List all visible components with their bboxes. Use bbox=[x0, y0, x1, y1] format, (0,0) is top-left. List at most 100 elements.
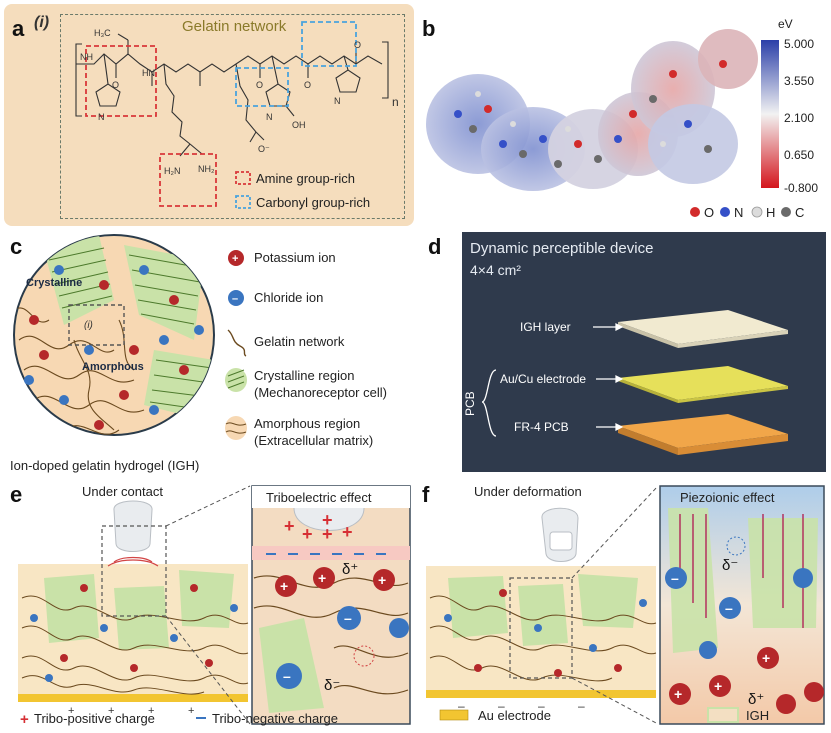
legend-potassium: Potassium ion bbox=[254, 250, 336, 265]
device-size: 4×4 cm² bbox=[470, 262, 521, 278]
atom-o-1: O bbox=[112, 80, 119, 90]
contact-schematic: ++++ Triboelectric effect +++++ + + + – … bbox=[18, 485, 411, 728]
atom-legend-h: H bbox=[766, 205, 775, 220]
inset-title-f: Piezoionic effect bbox=[680, 490, 775, 505]
colorbar-unit: eV bbox=[778, 17, 793, 31]
colorbar-tick-2: 3.550 bbox=[784, 74, 814, 88]
inset-box bbox=[68, 304, 125, 346]
panel-c-label: c bbox=[10, 234, 23, 259]
carbonyl-box-2 bbox=[301, 21, 357, 67]
amine-box-1 bbox=[85, 45, 157, 117]
legend-tribo-positive: Tribo-positive charge bbox=[34, 711, 155, 726]
svg-text:+: + bbox=[674, 686, 682, 702]
legend-crystalline-sub: (Mechanoreceptor cell) bbox=[254, 385, 387, 400]
igh-schematic: Crystalline Amorphous (i) Ion-doped gela… bbox=[10, 234, 387, 473]
panel-c-legend: + Potassium ion – Chloride ion Gelatin n… bbox=[225, 250, 387, 448]
svg-text:+: + bbox=[280, 578, 288, 594]
panel-c: c bbox=[4, 230, 424, 475]
panel-d-label: d bbox=[428, 234, 442, 259]
svg-text:+: + bbox=[302, 524, 313, 544]
atom-legend-c: C bbox=[795, 205, 804, 220]
panel-b: b bbox=[418, 4, 828, 226]
device-title: Dynamic perceptible device bbox=[470, 240, 654, 257]
svg-text:+: + bbox=[148, 705, 154, 717]
panel-e-title: Under contact bbox=[82, 484, 163, 499]
atom-nh: NH bbox=[80, 52, 93, 62]
svg-text:–: – bbox=[232, 293, 238, 305]
gelatin-structure: H₃C NH HN N N N O O O O H₂N NH₂ OH O⁻ n … bbox=[75, 21, 399, 210]
zoom-box bbox=[101, 525, 167, 617]
legend-igh: IGH bbox=[746, 708, 769, 723]
atom-n-1: N bbox=[98, 112, 105, 122]
delta-minus-e: δ⁻ bbox=[324, 677, 340, 694]
svg-text:+: + bbox=[20, 711, 29, 728]
atom-o-3: O bbox=[304, 80, 311, 90]
svg-text:–: – bbox=[458, 699, 465, 713]
legend-amorphous-sub: (Extracellular matrix) bbox=[254, 433, 373, 448]
atom-o-2: O bbox=[256, 80, 263, 90]
panel-f-title: Under deformation bbox=[474, 484, 582, 499]
svg-text:–: – bbox=[725, 600, 733, 616]
panel-a-label: a bbox=[12, 16, 25, 41]
panel-d: d Dynamic perceptible device 4×4 cm² IGH… bbox=[428, 230, 828, 475]
au-electrode-bar-f bbox=[426, 690, 656, 698]
svg-text:–: – bbox=[283, 668, 291, 684]
colorbar-tick-4: 0.650 bbox=[784, 148, 814, 162]
svg-text:+: + bbox=[342, 522, 353, 542]
panel-b-label: b bbox=[422, 16, 436, 41]
svg-text:+: + bbox=[284, 516, 295, 536]
svg-text:–: – bbox=[344, 610, 352, 626]
igh-layer-plate bbox=[618, 310, 788, 344]
svg-text:+: + bbox=[378, 572, 386, 588]
svg-text:+: + bbox=[188, 705, 194, 717]
svg-text:+: + bbox=[322, 510, 333, 530]
colorbar bbox=[761, 40, 779, 188]
inset-label: (i) bbox=[84, 320, 93, 331]
au-electrode-bar bbox=[18, 694, 248, 702]
gelatin-network-title: Gelatin network bbox=[182, 18, 287, 35]
svg-text:+: + bbox=[318, 570, 326, 586]
layer-igh-label: IGH layer bbox=[520, 320, 571, 334]
layer-electrode-label: Au/Cu electrode bbox=[500, 372, 586, 386]
svg-text:+: + bbox=[714, 678, 722, 694]
amorphous-label: Amorphous bbox=[82, 361, 144, 373]
deformation-schematic: –––– Piezoionic effect – – + + + bbox=[426, 485, 825, 725]
atom-h3c: H₃C bbox=[94, 28, 111, 38]
atom-o-minus: O⁻ bbox=[258, 144, 270, 154]
panel-e-label: e bbox=[10, 482, 23, 507]
svg-text:–: – bbox=[498, 699, 505, 713]
colorbar-tick-1: 5.000 bbox=[784, 37, 814, 51]
pcb-plate bbox=[618, 414, 788, 448]
zoom-box-f bbox=[509, 577, 573, 679]
panel-a-sublabel: (i) bbox=[34, 14, 50, 31]
panel-f-label: f bbox=[422, 482, 430, 507]
atom-o-4: O bbox=[354, 40, 361, 50]
svg-text:+: + bbox=[108, 705, 114, 717]
molecule-surface bbox=[426, 29, 758, 191]
legend-tribo-negative: Tribo-negative charge bbox=[212, 711, 338, 726]
legend-crystalline: Crystalline region bbox=[254, 368, 354, 383]
layer-pcb-label: FR-4 PCB bbox=[514, 420, 569, 434]
atom-legend: O N H C bbox=[690, 205, 804, 220]
electrode-plate bbox=[618, 366, 788, 400]
electrostatic-potential-map: eV 5.000 3.550 2.100 0.650 -0.800 O N H … bbox=[426, 17, 818, 220]
pcb-group-label: PCB bbox=[463, 391, 477, 416]
igh-caption: Ion-doped gelatin hydrogel (IGH) bbox=[10, 458, 199, 473]
delta-plus-f: δ⁺ bbox=[748, 691, 764, 708]
panel-f: f Under deformation –––– bbox=[418, 478, 828, 730]
ions bbox=[24, 265, 204, 430]
amine-box-2 bbox=[159, 153, 217, 207]
device-layers: IGH layer Au/Cu electrode FR-4 PCB PCB bbox=[463, 310, 788, 455]
svg-text:+: + bbox=[322, 524, 333, 544]
polymer-subscript: n bbox=[392, 95, 399, 109]
panel-a: a (i) Gelatin network bbox=[4, 4, 414, 226]
crystalline-label: Crystalline bbox=[26, 277, 82, 289]
atom-n-2: N bbox=[266, 112, 273, 122]
panel-a-background bbox=[4, 4, 414, 226]
pcb-brace bbox=[481, 369, 497, 437]
legend-amorphous: Amorphous region bbox=[254, 416, 360, 431]
atom-h2n: H₂N bbox=[164, 166, 181, 176]
legend-carbonyl-text: Carbonyl group-rich bbox=[256, 195, 370, 210]
svg-text:+: + bbox=[762, 650, 770, 666]
atom-n-3: N bbox=[334, 96, 341, 106]
